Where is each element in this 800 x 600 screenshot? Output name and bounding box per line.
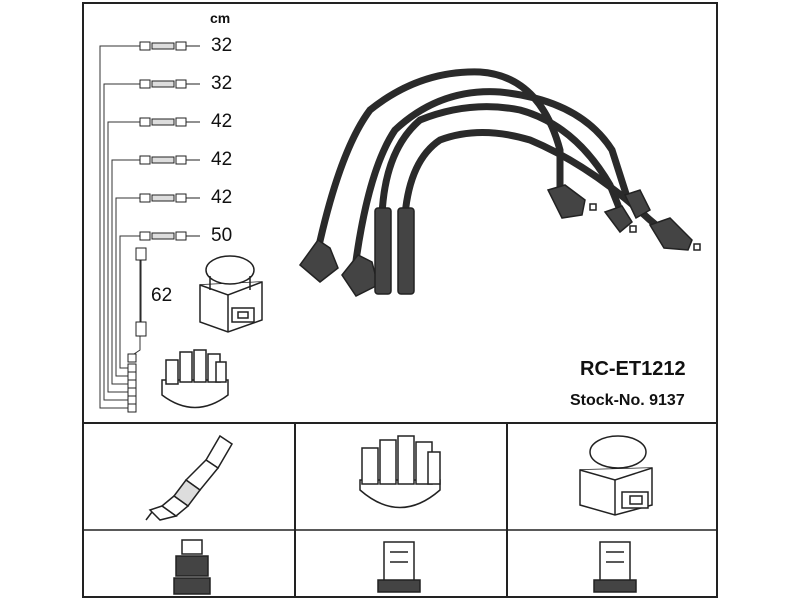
lead-length-label: 32 bbox=[211, 73, 233, 94]
coil-terminal-icon bbox=[648, 217, 693, 251]
lead-boots bbox=[298, 184, 693, 297]
stock-number: Stock-No. 9137 bbox=[570, 392, 685, 409]
ignition-lead-icon bbox=[135, 247, 147, 337]
plug-terminal-icon bbox=[374, 207, 392, 295]
lead-length-label: 42 bbox=[211, 111, 233, 132]
coil-lead-length-label: 62 bbox=[151, 285, 173, 306]
ignition-lead-icon bbox=[139, 79, 200, 89]
product-code: RC-ET1212 bbox=[580, 358, 686, 380]
ignition-coil-icon bbox=[199, 255, 263, 333]
component-panel-ignition-coil bbox=[506, 422, 718, 598]
ignition-lead-icon bbox=[139, 117, 200, 127]
cap-terminal-icon bbox=[377, 541, 421, 593]
plug-terminal-icon bbox=[173, 539, 211, 595]
lead-length-label: 42 bbox=[211, 149, 233, 170]
ignition-lead-icon bbox=[139, 155, 200, 165]
cap-terminal-icon bbox=[623, 189, 651, 220]
distributor-cap-icon bbox=[161, 349, 229, 409]
ignition-coil-icon bbox=[579, 435, 653, 516]
plug-terminal-icon bbox=[341, 254, 379, 297]
ignition-lead-icon bbox=[139, 231, 200, 241]
lead-length-label: 32 bbox=[211, 35, 233, 56]
ignition-lead-icon bbox=[139, 193, 200, 203]
distributor-cap-icon bbox=[359, 435, 441, 509]
lead-set-drawing bbox=[314, 68, 666, 272]
ignition-lead-icon bbox=[139, 41, 200, 51]
spark-plug-icon bbox=[145, 434, 234, 521]
cap-terminal-icon bbox=[603, 205, 633, 234]
lead-length-label: 42 bbox=[211, 187, 233, 208]
coil-terminal-icon bbox=[593, 541, 637, 593]
lead-connectors bbox=[127, 41, 200, 413]
cap-terminal-icon bbox=[546, 184, 586, 219]
unit-label: cm bbox=[210, 10, 231, 26]
plug-terminal-icon bbox=[298, 238, 339, 283]
plug-terminal-icon bbox=[397, 207, 415, 295]
lead-length-label: 50 bbox=[211, 225, 233, 246]
